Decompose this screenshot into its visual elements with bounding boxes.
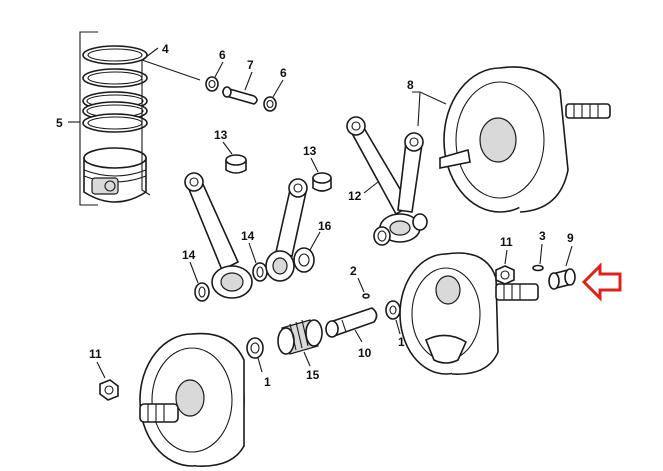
callout-13-right: 13 xyxy=(303,144,317,158)
callout-9: 9 xyxy=(567,231,574,245)
flywheel-left xyxy=(139,332,245,467)
connecting-rod-pair-assembled xyxy=(346,116,428,246)
crank-pin-10 xyxy=(325,307,378,343)
bearing-13-right xyxy=(310,157,332,192)
roller-bearing-15 xyxy=(277,319,323,367)
callout-11-upper: 11 xyxy=(500,235,513,249)
bearing-13-left xyxy=(222,141,247,174)
callout-1-left: 1 xyxy=(264,375,271,389)
callout-14-center: 14 xyxy=(241,229,255,243)
piston-rings xyxy=(82,45,148,133)
washer-16 xyxy=(293,231,321,273)
callout-4: 4 xyxy=(162,42,169,56)
bushing-9 xyxy=(548,245,576,290)
callout-8: 8 xyxy=(407,78,414,92)
callout-6-right: 6 xyxy=(280,66,287,80)
callout-13-left: 13 xyxy=(214,128,228,142)
callout-15: 15 xyxy=(306,368,320,382)
callout-6-left: 6 xyxy=(219,48,226,62)
callout-16: 16 xyxy=(318,219,332,233)
callout-2: 2 xyxy=(350,264,357,278)
connecting-rod-center xyxy=(265,178,308,282)
callout-10: 10 xyxy=(358,346,372,360)
leader-4 xyxy=(141,47,159,196)
nut-11-lower xyxy=(96,361,119,401)
key-2 xyxy=(357,277,370,299)
callout-12: 12 xyxy=(348,189,362,203)
washer-1-left xyxy=(246,337,264,373)
flywheel-right xyxy=(399,252,539,375)
washer-1-right xyxy=(385,300,401,335)
callout-1-right: 1 xyxy=(398,335,405,349)
piston xyxy=(83,147,147,203)
piston-assembly-bracket xyxy=(68,31,98,206)
piston-pin-group xyxy=(205,61,284,112)
callout-7: 7 xyxy=(247,58,254,72)
callout-3: 3 xyxy=(539,229,546,243)
connecting-rod-left xyxy=(184,172,253,299)
nut-11-upper xyxy=(495,249,515,285)
callout-14-left: 14 xyxy=(182,248,196,262)
callout-5: 5 xyxy=(56,116,63,130)
key-3 xyxy=(532,243,544,272)
crankshaft-flywheel-assembly-upper xyxy=(412,66,611,213)
callout-11-lower: 11 xyxy=(89,347,102,361)
highlight-arrow xyxy=(581,262,622,302)
